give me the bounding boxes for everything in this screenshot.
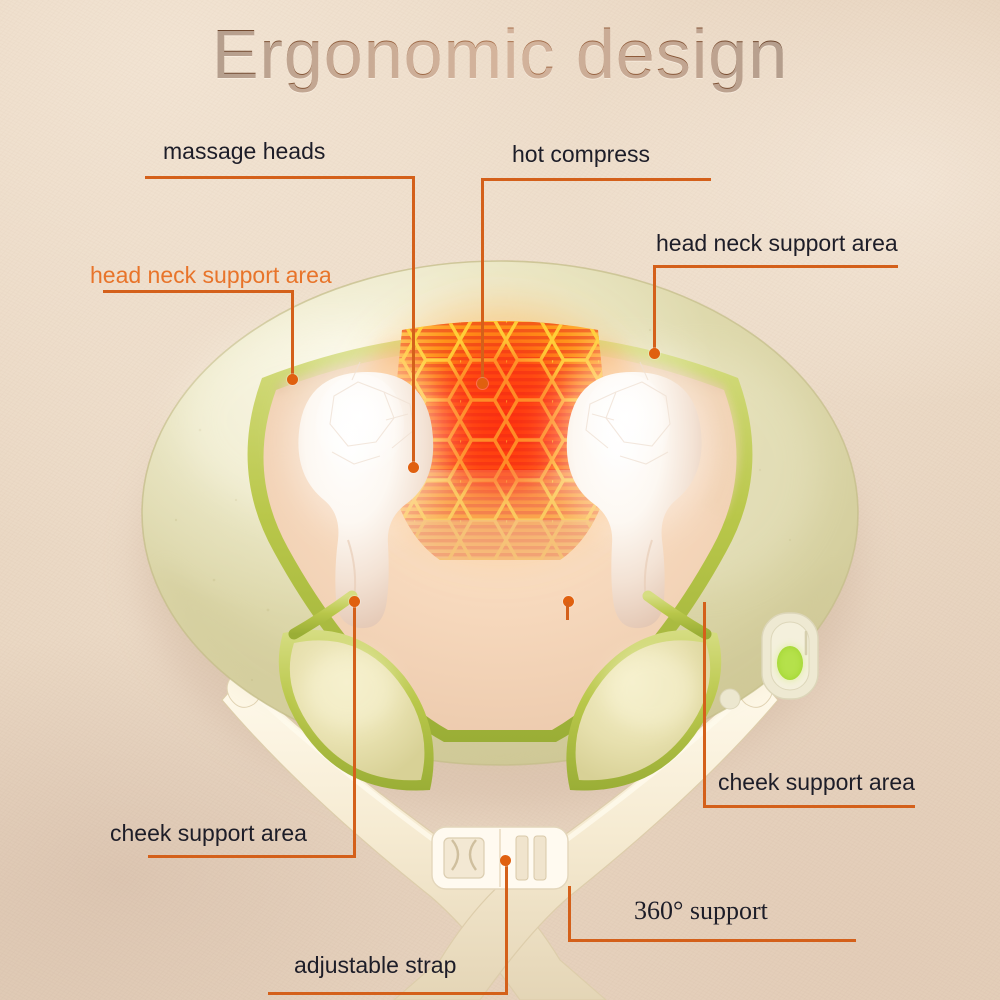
leader-line-hns-left-h: [103, 290, 293, 293]
trim-stem-left: [288, 590, 358, 640]
callout-label-hot-compress: hot compress: [512, 141, 651, 167]
leader-line-hot-compress-v: [481, 178, 484, 384]
leader-line-hns-right-h: [653, 265, 898, 268]
leader-dot-massage-heads: [408, 462, 419, 473]
callout-label-head-neck-support-right: head neck support area: [656, 230, 898, 256]
leader-line-hns-right-v: [653, 265, 656, 354]
cheek-support-pad-right: [566, 629, 722, 791]
callout-label-massage-heads: massage heads: [163, 138, 326, 164]
callout-label-cheek-support-left: cheek support area: [110, 820, 307, 846]
leader-dot-cheek-left: [349, 596, 360, 607]
leader-line-hns-left-v: [291, 290, 294, 380]
leader-dot-hot-compress: [477, 378, 488, 389]
callout-label-cheek-support-right: cheek support area: [718, 769, 915, 795]
callout-label-head-neck-support-left: head neck support area: [90, 262, 332, 288]
cheek-support-pad-left: [278, 629, 434, 791]
leader-line-cheek-right-v: [703, 602, 706, 805]
leader-line-360-v: [568, 886, 571, 939]
leader-line-cheek-left-h: [148, 855, 356, 858]
callout-label-adjustable-strap: adjustable strap: [294, 952, 457, 978]
leader-line-strap-v: [505, 861, 508, 992]
leader-line-hot-compress-h: [481, 178, 711, 181]
adjustable-strap: [221, 671, 779, 1000]
secondary-button[interactable]: [719, 688, 741, 710]
leader-line-cheek-right-stub: [566, 602, 569, 620]
massage-head-right: [554, 348, 710, 629]
leader-line-cheek-left-v: [353, 602, 356, 855]
leader-line-strap-h: [268, 992, 508, 995]
leader-dot-hns-left: [287, 374, 298, 385]
trim-stem-right: [642, 590, 712, 640]
leader-line-massage-heads-h: [145, 176, 415, 179]
leader-line-360-h: [568, 939, 856, 942]
page-title: Ergonomic design: [0, 14, 1000, 94]
power-button[interactable]: [761, 612, 819, 700]
callout-label-360-support: 360° support: [634, 896, 768, 925]
leader-line-massage-heads-v: [412, 176, 415, 468]
leader-dot-cheek-right: [563, 596, 574, 607]
massage-head-left: [290, 348, 446, 629]
leader-line-cheek-right-h: [703, 805, 915, 808]
leader-dot-hns-right: [649, 348, 660, 359]
leader-dot-strap: [500, 855, 511, 866]
